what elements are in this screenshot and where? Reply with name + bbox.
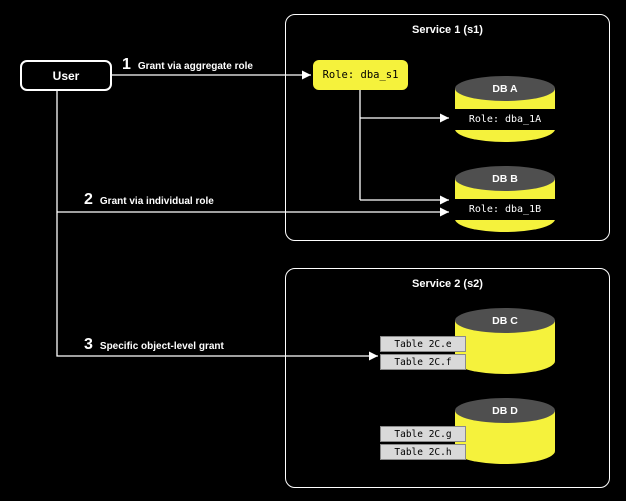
db-d-cylinder: DB D — [455, 398, 555, 465]
db-b-role-box: Role: dba_1B — [450, 199, 560, 220]
table-2c-g-box: Table 2C.g — [380, 426, 466, 442]
db-c-cylinder: DB C — [455, 308, 555, 375]
arrow-1-number: 1 — [122, 56, 131, 73]
db-a-name: DB A — [492, 82, 518, 95]
arrow-2-label: 2 Grant via individual role — [84, 192, 214, 208]
db-a-role-box: Role: dba_1A — [450, 109, 560, 130]
db-a-cylinder-top: DB A — [455, 76, 555, 101]
arrow-3-label: 3 Specific object-level grant — [84, 337, 224, 353]
user-node: User — [20, 60, 112, 91]
db-b-cylinder-top: DB B — [455, 166, 555, 191]
db-b-cylinder: DB B Role: dba_1B — [450, 166, 560, 233]
db-d-cylinder-top: DB D — [455, 398, 555, 423]
arrow-1-label: 1 Grant via aggregate role — [122, 57, 253, 73]
table-2c-e-box: Table 2C.e — [380, 336, 466, 352]
table-2c-h-box: Table 2C.h — [380, 444, 466, 460]
db-d-name: DB D — [492, 404, 518, 417]
arrow-3-number: 3 — [84, 336, 93, 353]
service-2-title: Service 2 (s2) — [412, 278, 483, 290]
role-dba-s1-chip: Role: dba_s1 — [313, 60, 408, 90]
db-c-cylinder-top: DB C — [455, 308, 555, 333]
table-2c-f-box: Table 2C.f — [380, 354, 466, 370]
db-a-cylinder: DB A Role: dba_1A — [450, 76, 560, 143]
service-1-container: Service 1 (s1) — [285, 14, 610, 241]
arrow-2-number: 2 — [84, 191, 93, 208]
user-label: User — [52, 68, 80, 83]
db-c-name: DB C — [492, 314, 518, 327]
arrow-2-text: Grant via individual role — [99, 196, 214, 207]
service-2-container: Service 2 (s2) — [285, 268, 610, 488]
role-dba-s1-label: Role: dba_s1 — [322, 69, 399, 81]
db-b-name: DB B — [492, 172, 518, 185]
arrow-1-text: Grant via aggregate role — [137, 61, 253, 72]
arrow-3-text: Specific object-level grant — [99, 341, 224, 352]
service-1-title: Service 1 (s1) — [412, 24, 483, 36]
